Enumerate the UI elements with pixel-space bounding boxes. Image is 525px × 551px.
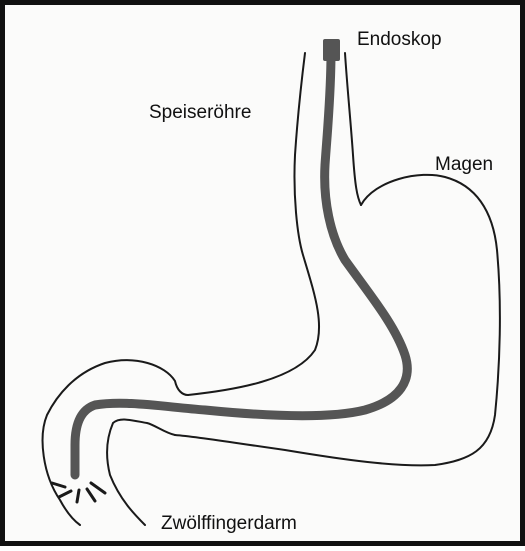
esophagus-right-wall <box>345 53 361 205</box>
label-speiseroehre: Speiseröhre <box>149 103 251 122</box>
pylorus-bottom <box>107 420 175 525</box>
label-magen: Magen <box>435 155 493 174</box>
label-endoskop: Endoskop <box>357 30 442 49</box>
label-zwoelffingerdarm: Zwölffingerdarm <box>161 514 297 533</box>
endoscope-head <box>323 39 340 61</box>
stomach-diagram <box>5 5 525 551</box>
pylorus-top <box>43 360 188 525</box>
stomach-greater-curvature <box>175 175 500 466</box>
